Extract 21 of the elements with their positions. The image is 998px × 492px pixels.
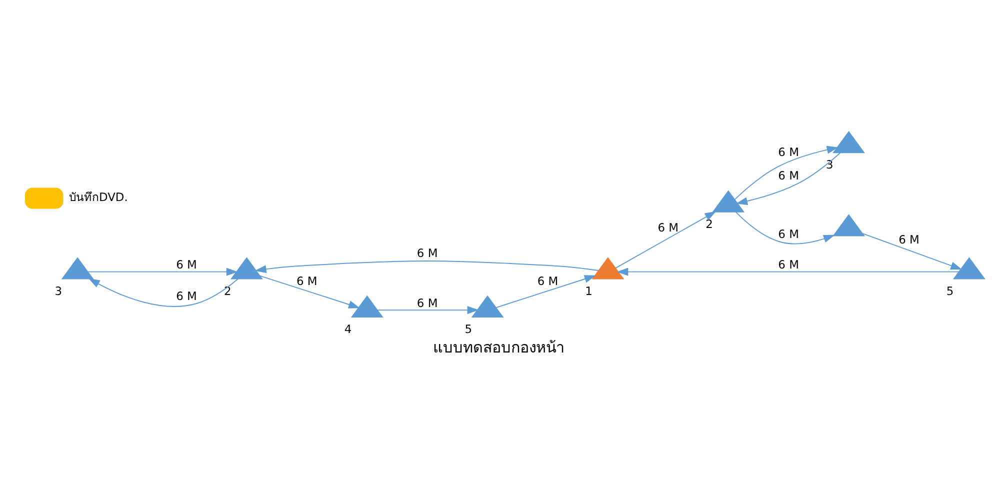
edge-label: 6 M	[778, 168, 799, 182]
legend-label: บันทึกDVD.	[68, 190, 128, 204]
node-label: 5	[464, 322, 472, 336]
edge-label: 6 M	[176, 257, 197, 272]
edge-label: 6 M	[416, 295, 438, 310]
edge-label: 6 M	[416, 246, 438, 260]
edge-label: 6 M	[778, 144, 799, 158]
node-label: 4	[344, 322, 352, 336]
edge-label: 6 M	[778, 226, 799, 240]
node-label: 1	[585, 283, 592, 298]
edge-label: 6 M	[537, 273, 558, 288]
caption: แบบทดสอบกองหน้า	[433, 338, 565, 356]
edge-label: 6 M	[296, 273, 318, 288]
edge-label: 6 M	[898, 232, 920, 246]
node-label: 2	[706, 216, 713, 230]
edge-label: 6 M	[176, 288, 197, 303]
node-label: 2	[224, 283, 232, 298]
edge-label: 6 M	[658, 220, 679, 234]
node-label: 3	[54, 283, 62, 298]
node-label: 5	[946, 283, 954, 298]
edge-label: 6 M	[778, 257, 799, 272]
